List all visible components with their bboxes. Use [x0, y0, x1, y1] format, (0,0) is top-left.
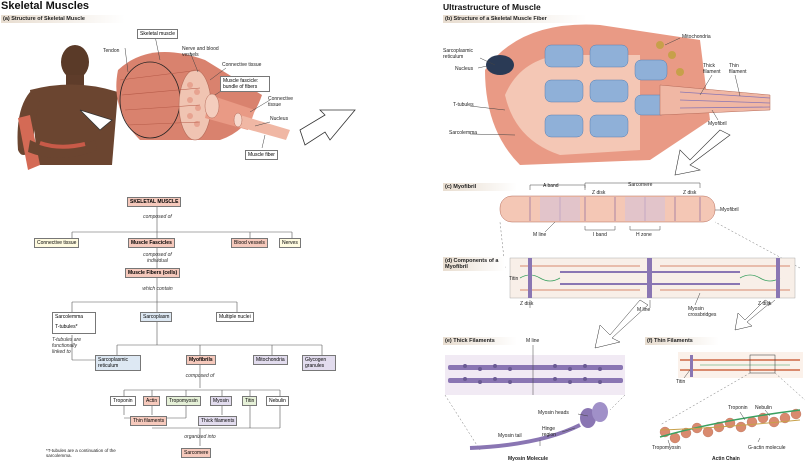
label-e-m-line: M line	[526, 338, 540, 344]
t-tubules-text: T-tubules*	[55, 324, 78, 330]
muscle-bundle	[116, 52, 356, 146]
label-sarcolemma: Sarcolemma	[449, 130, 478, 136]
node-troponin: Troponin	[110, 396, 136, 406]
myofibril-art	[499, 195, 716, 223]
section-c-heading: (c) Myofibril	[443, 183, 517, 191]
thin-filaments-art	[659, 352, 806, 444]
label-thick-filament: Thick filament	[703, 63, 721, 75]
label-nucleus: Nucleus	[270, 116, 289, 122]
label-hinge-region: Hinge region	[542, 426, 556, 438]
label-a-band: A band	[543, 183, 559, 189]
text-composed-of-2: composed of	[185, 373, 215, 379]
section-f-heading: (f) Thin Filaments	[645, 337, 719, 345]
label-sarcomere: Sarcomere	[628, 182, 653, 188]
text-composed-of: composed of	[143, 214, 172, 220]
label-muscle-fascicle: Muscle fascicle: bundle of fibers	[220, 76, 270, 92]
node-tropomyosin: Tropomyosin	[166, 396, 201, 406]
node-actin: Actin	[143, 396, 161, 406]
label-h-zone: H zone	[636, 232, 652, 238]
section-e-heading: (e) Thick Filaments	[443, 337, 517, 345]
node-sarcolemma: Sarcolemma T-tubules*	[52, 312, 96, 334]
label-t-tubules: T-tubules	[453, 102, 474, 108]
node-muscle-fascicles: Muscle Fascicles	[128, 238, 175, 248]
label-c-m-line: M line	[533, 232, 547, 238]
label-myosin-heads: Myosin heads	[538, 410, 569, 416]
label-skeletal-muscle: Skeletal muscle	[137, 29, 179, 39]
label-myosin-tail: Myosin tail	[498, 433, 522, 439]
node-connective-tissue: Connective tissue	[34, 238, 80, 248]
label-mitochondria: Mitochondria	[682, 34, 711, 40]
label-muscle-fiber: Muscle fiber	[245, 150, 278, 160]
node-sarcoplasmic-reticulum: Sarcoplasmic reticulum	[95, 355, 141, 371]
node-sarcoplasm: Sarcoplasm	[140, 312, 173, 322]
label-troponin: Troponin	[728, 405, 748, 411]
text-which-contain: which contain	[142, 286, 173, 292]
label-g-actin: G-actin molecule	[748, 445, 786, 451]
label-myosin-crossbridges: Myosin crossbridges	[688, 306, 717, 318]
section-b-heading: (b) Structure of a Skeletal Muscle Fiber	[443, 15, 587, 23]
label-b-myofibril: Myofibril	[708, 121, 727, 127]
human-figure	[17, 45, 118, 170]
node-thin-filaments: Thin filaments	[130, 416, 168, 426]
label-d-z-disk-2: Z disk	[758, 301, 772, 307]
label-myosin-molecule: Myosin Molecule	[508, 456, 549, 462]
node-muscle-fibers: Muscle Fibers (cells)	[125, 268, 181, 278]
node-titin: Titin	[242, 396, 258, 406]
label-tendon: Tendon	[103, 48, 120, 54]
label-thin-filament: Thin filament	[729, 63, 747, 75]
node-glycogen-granules: Glycogen granules	[302, 355, 336, 371]
label-d-m-line: M line	[637, 307, 651, 313]
text-functionally-linked: T-tubules are functionally linked to	[52, 337, 81, 355]
label-nerve-vessels: Nerve and blood vessels	[182, 46, 219, 58]
label-b-nucleus: Nucleus	[455, 66, 474, 72]
node-nerves: Nerves	[279, 238, 301, 248]
node-thick-filaments: Thick filaments	[198, 416, 238, 426]
node-mitochondria: Mitochondria	[253, 355, 288, 365]
label-connective-tissue-2: Connective tissue	[268, 96, 294, 108]
myofibril-components-art	[499, 221, 801, 299]
footnote-t-tubules: *T-tubules are a continuation of the sar…	[46, 448, 116, 458]
label-actin-chain: Actin Chain	[712, 456, 740, 462]
label-d-z-disk-1: Z disk	[520, 301, 534, 307]
node-sarcomere: Sarcomere	[181, 448, 212, 458]
label-c-myofibril: Myofibril	[720, 207, 739, 213]
section-d-heading: (d) Components of a Myofibril	[443, 257, 505, 271]
label-z-disk-2: Z disk	[683, 190, 697, 196]
label-d-titin: Titin	[509, 276, 519, 282]
node-blood-vessels: Blood vessels	[231, 238, 268, 248]
label-connective-tissue: Connective tissue	[222, 62, 262, 68]
label-z-disk-1: Z disk	[592, 190, 606, 196]
label-i-band: I band	[593, 232, 607, 238]
text-composed-of-individual: composed of individual	[143, 252, 172, 264]
node-myosin: Myosin	[210, 396, 232, 406]
node-myofibrils: Myofibrils	[186, 355, 216, 365]
node-nebulin: Nebulin	[266, 396, 289, 406]
text-organized-into: organized into	[184, 434, 216, 440]
label-tropomyosin: Tropomyosin	[652, 445, 681, 451]
label-sarcoplasmic-reticulum: Sarcoplasmic reticulum	[443, 48, 474, 60]
left-title: Skeletal Muscles	[1, 0, 90, 12]
sarcolemma-text: Sarcolemma	[55, 314, 84, 320]
right-title: Ultrastructure of Muscle	[443, 2, 541, 12]
flowchart-lines	[71, 207, 323, 446]
node-skeletal-muscle: SKELETAL MUSCLE	[127, 197, 182, 207]
node-multiple-nuclei: Multiple nuclei	[216, 312, 254, 322]
label-nebulin: Nebulin	[755, 405, 772, 411]
thick-filaments-art	[444, 345, 626, 451]
muscle-fiber-art	[485, 24, 771, 176]
section-a-heading: (a) Structure of Skeletal Muscle	[1, 15, 125, 23]
label-f-titin: Titin	[676, 379, 686, 385]
